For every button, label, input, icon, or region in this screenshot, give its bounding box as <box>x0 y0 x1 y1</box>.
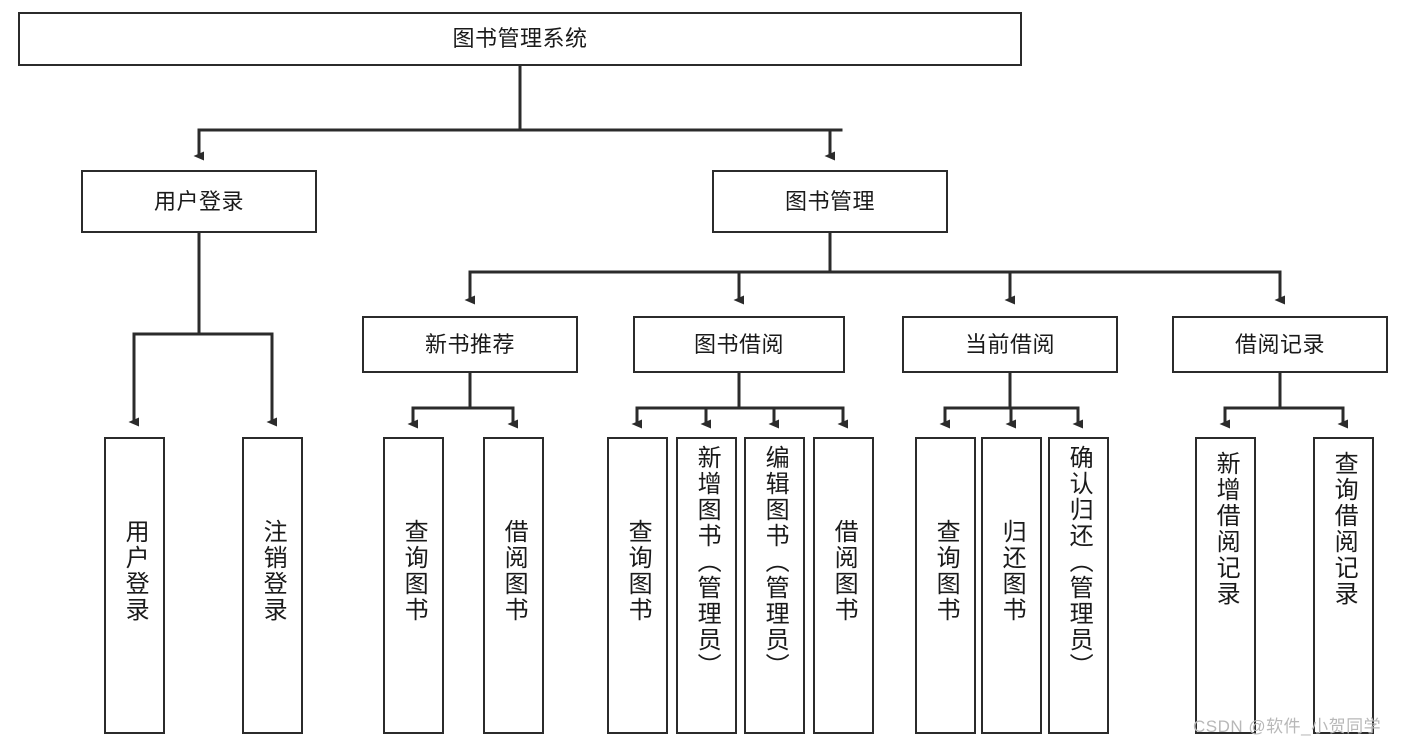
node-label: 用户登录 <box>121 519 149 623</box>
leaf-query-book-current[interactable]: 查询图书 <box>915 437 976 734</box>
leaf-logout[interactable]: 注销登录 <box>242 437 303 734</box>
node-book-borrowing[interactable]: 图书借阅 <box>633 316 845 373</box>
node-label: 图书借阅 <box>693 331 784 357</box>
node-label: 用户登录 <box>153 188 244 214</box>
node-label: 确认归还（管理员） <box>1065 445 1093 679</box>
node-label: 查询图书 <box>400 519 428 623</box>
node-label: 借阅图书 <box>500 519 528 623</box>
leaf-borrow-book-borrow[interactable]: 借阅图书 <box>813 437 874 734</box>
node-label: 新增图书（管理员） <box>693 445 721 679</box>
leaf-confirm-return-admin[interactable]: 确认归还（管理员） <box>1048 437 1109 734</box>
node-label: 借阅图书 <box>830 519 858 623</box>
node-label: 新增借阅记录 <box>1212 451 1240 607</box>
leaf-add-book-admin[interactable]: 新增图书（管理员） <box>676 437 737 734</box>
leaf-borrow-book-newbook[interactable]: 借阅图书 <box>483 437 544 734</box>
node-label: 查询图书 <box>932 519 960 623</box>
leaf-query-book-newbook[interactable]: 查询图书 <box>383 437 444 734</box>
node-user-login[interactable]: 用户登录 <box>81 170 317 233</box>
node-label: 新书推荐 <box>424 331 515 357</box>
node-root-book-management-system[interactable]: 图书管理系统 <box>18 12 1022 66</box>
leaf-query-borrow-record[interactable]: 查询借阅记录 <box>1313 437 1374 734</box>
node-current-borrowing[interactable]: 当前借阅 <box>902 316 1118 373</box>
node-label: 归还图书 <box>998 519 1026 623</box>
leaf-add-borrow-record[interactable]: 新增借阅记录 <box>1195 437 1256 734</box>
node-label: 当前借阅 <box>964 331 1055 357</box>
node-borrow-records[interactable]: 借阅记录 <box>1172 316 1388 373</box>
node-book-management[interactable]: 图书管理 <box>712 170 948 233</box>
node-new-book-recommendation[interactable]: 新书推荐 <box>362 316 578 373</box>
node-label: 图书管理 <box>784 188 875 214</box>
node-label: 借阅记录 <box>1234 331 1325 357</box>
leaf-edit-book-admin[interactable]: 编辑图书（管理员） <box>744 437 805 734</box>
node-label: 图书管理系统 <box>452 26 588 52</box>
leaf-query-book-borrow[interactable]: 查询图书 <box>607 437 668 734</box>
leaf-user-login[interactable]: 用户登录 <box>104 437 165 734</box>
leaf-return-book[interactable]: 归还图书 <box>981 437 1042 734</box>
node-label: 查询图书 <box>624 519 652 623</box>
node-label: 编辑图书（管理员） <box>761 445 789 679</box>
watermark: CSDN @软件_小贺同学 <box>1193 717 1382 736</box>
node-label: 注销登录 <box>259 519 287 623</box>
node-label: 查询借阅记录 <box>1330 451 1358 607</box>
